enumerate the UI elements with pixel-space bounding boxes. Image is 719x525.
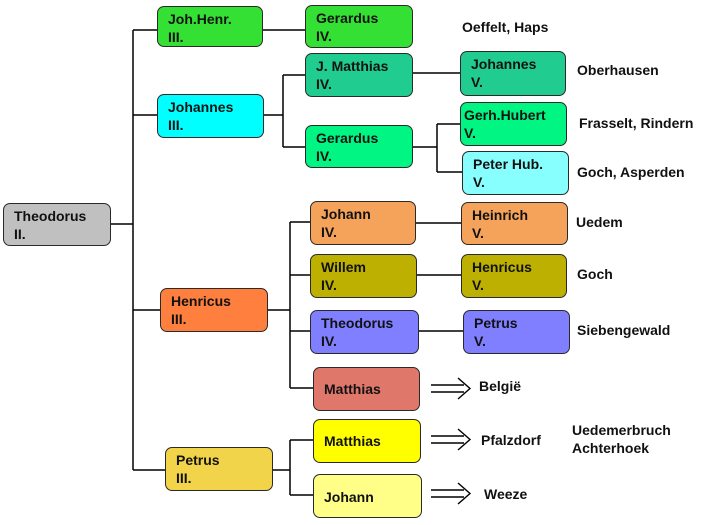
node-generation: V. [472, 277, 484, 293]
place-achterhoek: Achterhoek [572, 440, 650, 456]
node-generation: III. [176, 470, 192, 486]
node-generation: V. [474, 333, 486, 349]
node-name: J. Matthias [316, 58, 389, 74]
arrow-belgie [431, 377, 472, 400]
node-generation: IV. [321, 277, 337, 293]
place-uedemerbruch: Uedemerbruch [572, 422, 671, 438]
node-name: Peter Hub. [473, 156, 544, 172]
node-generation: III. [168, 29, 184, 45]
place-uedem: Uedem [576, 214, 623, 230]
node-name: Matthias [324, 433, 381, 449]
node-name: Willem [321, 259, 366, 275]
node-name: Theodorus [321, 315, 394, 331]
node-name: Henricus [472, 259, 532, 275]
node-name: Gerardus [316, 10, 379, 26]
place-pfalzdorf: Pfalzdorf [481, 432, 541, 448]
node-name: Petrus [176, 452, 220, 468]
node-generation: V. [464, 125, 476, 141]
node-name: Gerardus [316, 130, 379, 146]
place-oberhausen: Oberhausen [577, 62, 659, 78]
place-siebengewald: Siebengewald [577, 322, 671, 338]
node-name: Henricus [171, 293, 231, 309]
node-name: Petrus [474, 315, 518, 331]
place-frasselt-rindern: Frasselt, Rindern [579, 115, 694, 131]
node-generation: IV. [321, 224, 337, 240]
node-name: Matthias [324, 381, 381, 397]
node-name: Johannes [168, 99, 234, 115]
place-weeze: Weeze [484, 486, 528, 502]
node-johann-b: Johann [313, 474, 422, 518]
node-matthias-a: Matthias [313, 367, 420, 411]
node-name: Johann [321, 206, 371, 222]
node-generation: IV. [316, 28, 332, 44]
node-name: Theodorus [14, 208, 87, 224]
node-name: Heinrich [472, 207, 529, 223]
node-peterhub-v: Peter Hub. V. [462, 151, 569, 195]
node-generation: IV. [316, 148, 332, 164]
place-goch-asperden: Goch, Asperden [577, 164, 685, 180]
node-generation: III. [171, 311, 187, 327]
node-name: Johann [324, 489, 374, 505]
node-generation: IV. [316, 76, 332, 92]
node-name: Gerh.Hubert [464, 107, 546, 123]
node-generation: III. [168, 117, 184, 133]
arrow-pfalzdorf [431, 428, 472, 451]
place-oeffelt-haps: Oeffelt, Haps [462, 19, 549, 35]
node-generation: V. [471, 74, 483, 90]
node-name: Johannes [471, 56, 537, 72]
node-matthias-b: Matthias [313, 419, 421, 463]
node-generation: IV. [321, 333, 337, 349]
node-johhenr-iii: Joh.Henr. III. [157, 6, 263, 47]
node-name: Joh.Henr. [168, 11, 232, 27]
place-belgie: België [479, 378, 522, 394]
arrow-weeze [431, 482, 472, 505]
node-generation: V. [472, 225, 484, 241]
node-generation: V. [473, 174, 485, 190]
place-goch: Goch [577, 266, 613, 282]
node-generation: II. [14, 226, 26, 242]
